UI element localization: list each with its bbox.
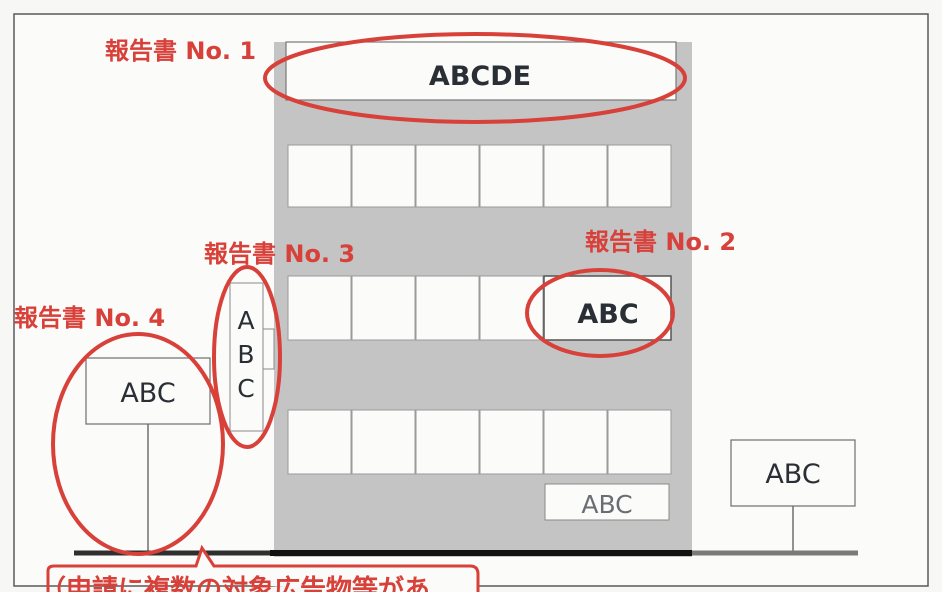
report-label-no2: 報告書 No. 2 bbox=[585, 228, 736, 256]
window bbox=[415, 144, 480, 208]
roof-sign-text: ABCDE bbox=[429, 61, 531, 92]
vertical-sign-board bbox=[229, 282, 264, 432]
window-row-3 bbox=[287, 409, 672, 475]
window bbox=[607, 409, 672, 475]
highlight-ellipse-no1 bbox=[263, 32, 687, 124]
pole-sign-left-board bbox=[85, 357, 211, 425]
report-label-no3: 報告書 No. 3 bbox=[204, 240, 355, 268]
window bbox=[607, 144, 672, 208]
window bbox=[287, 275, 352, 341]
wall-sign-text: ABC bbox=[577, 299, 638, 330]
callout-note-box bbox=[46, 544, 480, 592]
vertical-sign-bracket bbox=[262, 328, 275, 370]
wall-sign-board bbox=[543, 275, 672, 341]
window bbox=[351, 144, 416, 208]
highlight-ellipse-no3 bbox=[212, 265, 282, 449]
vertical-sign-letter-a: A bbox=[237, 306, 254, 335]
roof-sign-board bbox=[285, 41, 677, 101]
window bbox=[415, 275, 480, 341]
window bbox=[415, 409, 480, 475]
callout-note-text: （申請に複数の対象広告物等があ bbox=[40, 574, 430, 592]
building bbox=[274, 41, 692, 557]
report-label-no1: 報告書 No. 1 bbox=[105, 37, 256, 65]
window bbox=[543, 409, 608, 475]
window bbox=[479, 144, 544, 208]
highlight-ellipse-no2 bbox=[525, 268, 675, 358]
pole-sign-left-text: ABC bbox=[120, 378, 175, 409]
pole-sign-right-board bbox=[730, 439, 856, 507]
window-row-2 bbox=[287, 275, 544, 341]
report-label-no4: 報告書 No. 4 bbox=[14, 304, 165, 332]
highlight-ellipse-no4 bbox=[51, 332, 225, 556]
window bbox=[543, 144, 608, 208]
window bbox=[479, 409, 544, 475]
window bbox=[287, 409, 352, 475]
vertical-sign-letter-b: B bbox=[237, 340, 254, 369]
lower-sign-board bbox=[544, 483, 670, 521]
lower-sign-text: ABC bbox=[581, 490, 632, 519]
vertical-sign-letter-c: C bbox=[237, 374, 254, 403]
window-row-1 bbox=[287, 144, 672, 208]
window bbox=[287, 144, 352, 208]
window bbox=[351, 409, 416, 475]
pole-sign-right-text: ABC bbox=[765, 459, 820, 490]
window bbox=[351, 275, 416, 341]
